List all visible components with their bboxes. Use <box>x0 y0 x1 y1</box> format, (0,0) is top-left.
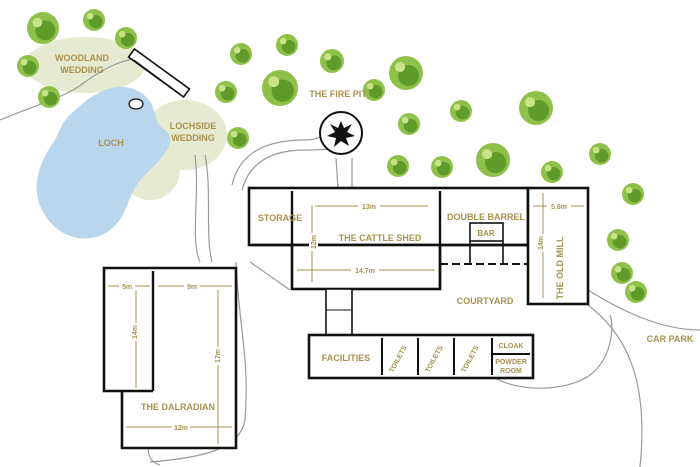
tree-icon <box>227 127 249 149</box>
woodland-wedding-label-1: WOODLAND <box>55 53 109 63</box>
trees <box>17 9 647 303</box>
storage-label: STORAGE <box>258 213 302 223</box>
tree-icon <box>607 229 629 251</box>
dalradian-label: THE DALRADIAN <box>141 402 215 412</box>
tree-icon <box>398 113 420 135</box>
tree-icon <box>622 183 644 205</box>
tree-icon <box>363 79 385 101</box>
tree-icon <box>476 143 510 177</box>
old-mill-label: THE OLD MILL <box>555 236 565 299</box>
facilities-walls <box>307 333 535 380</box>
cattle-shed-total-width-label: 14.7m <box>355 268 375 275</box>
dalradian-wing-width-label: 5m <box>122 284 132 291</box>
cattle-shed-width-label: 13m <box>362 204 376 211</box>
tree-icon <box>17 55 39 77</box>
courtyard-label: COURTYARD <box>457 296 514 306</box>
paths <box>0 57 700 467</box>
tree-icon <box>38 86 60 108</box>
bar-label: BAR <box>477 229 495 238</box>
loch-label: LOCH <box>98 138 124 148</box>
bar-box <box>469 222 504 242</box>
dalradian-base-width-label: 12m <box>174 425 188 432</box>
tree-icon <box>115 27 137 49</box>
tree-icon <box>320 49 344 73</box>
cattle-shed-depth-label: 12m <box>311 235 318 249</box>
dalradian-walls <box>102 266 238 450</box>
tree-icon <box>625 281 647 303</box>
car-park-label: CAR PARK <box>647 334 694 344</box>
tree-icon <box>276 34 298 56</box>
fire-pit-label: THE FIRE PIT <box>309 89 367 99</box>
dalradian-main-depth-label: 17m <box>215 349 222 363</box>
powder-room-label-1: POWDER <box>495 359 527 366</box>
tree-icon <box>431 156 453 178</box>
tree-icon <box>230 43 252 65</box>
tree-icon <box>83 9 105 31</box>
corridor <box>325 288 353 336</box>
tree-icon <box>387 155 409 177</box>
powder-room-label-2: ROOM <box>500 368 522 375</box>
tree-icon <box>450 100 472 122</box>
lochside-wedding-label-2: WEDDING <box>171 133 215 143</box>
dimension-labels: 13m 12m 14.7m 5.6m 14m 5m 14m 9m 17m 12m <box>119 201 571 432</box>
dalradian-main-width-label: 9m <box>187 284 197 291</box>
tree-icon <box>262 70 298 106</box>
tree-icon <box>519 91 553 125</box>
fire-pit-icon <box>319 111 363 155</box>
tree-icon <box>215 81 237 103</box>
woodland-wedding-label-2: WEDDING <box>60 65 104 75</box>
lochside-wedding-label-1: LOCHSIDE <box>170 121 217 131</box>
tree-icon <box>589 143 611 165</box>
dalradian-wing-depth-label: 14m <box>132 325 139 339</box>
old-mill-width-label: 5.6m <box>551 204 567 211</box>
buildings <box>102 186 590 450</box>
old-mill-depth-label: 14m <box>538 236 545 250</box>
loch-water <box>36 86 171 239</box>
tree-icon <box>611 262 633 284</box>
double-barrel-label: DOUBLE BARREL <box>447 212 526 222</box>
facilities-label: FACILITIES <box>322 353 371 363</box>
tree-icon <box>541 161 563 183</box>
boat-icon <box>127 47 191 110</box>
tree-icon <box>389 56 423 90</box>
area-labels: WOODLAND WEDDING LOCH LOCHSIDE WEDDING T… <box>55 53 694 344</box>
tree-icon <box>27 12 59 44</box>
cloak-label: CLOAK <box>499 343 524 350</box>
cattle-shed-label: THE CATTLE SHED <box>339 233 422 243</box>
